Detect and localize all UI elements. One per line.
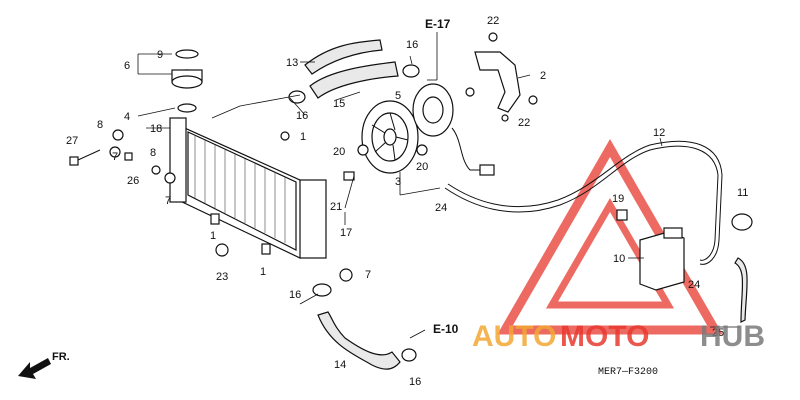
radiator-core (169, 103, 327, 259)
reserve-tank (639, 227, 685, 291)
callout-21: 21 (330, 201, 342, 213)
callout-6: 6 (124, 60, 130, 72)
watermark-hub: HUB (700, 320, 765, 353)
callout-14: 14 (334, 359, 346, 371)
callout-2: 2 (540, 70, 546, 82)
callout-3: 3 (395, 176, 401, 188)
radiator-cap (171, 49, 203, 89)
callout-12: 12 (653, 127, 665, 139)
callout-7-mid: 7 (165, 195, 171, 207)
callout-19: 19 (612, 193, 624, 205)
callout-5: 5 (395, 90, 401, 102)
callout-16-upper-left: 16 (296, 110, 308, 122)
callout-22-top: 22 (487, 15, 499, 27)
callout-24-right: 24 (688, 279, 700, 291)
fan-motor (412, 83, 495, 176)
callout-16-top: 16 (406, 39, 418, 51)
watermark-moto: MOTO (560, 320, 649, 353)
siphon-tube (444, 140, 723, 265)
fan-shroud (361, 100, 419, 174)
callout-7-left: 7 (112, 151, 118, 163)
callout-17: 17 (340, 227, 352, 239)
watermark-text: AUTO MOTO HUB (472, 320, 765, 353)
callout-20-right: 20 (416, 161, 428, 173)
callout-24-left: 24 (435, 202, 447, 214)
callout-8-upper: 8 (97, 119, 103, 131)
callout-10: 10 (613, 253, 625, 265)
callout-1-bottom: 1 (260, 266, 266, 278)
front-label: FR. (52, 351, 70, 363)
upper-hose (288, 39, 420, 104)
callout-labels: 9 6 4 18 8 27 7 8 26 7 1 23 1 16 7 13 15… (66, 15, 748, 388)
callout-22-bottom: 22 (518, 117, 530, 129)
lower-hose (312, 283, 417, 370)
overflow-tube (734, 257, 748, 323)
reference-e10: E-10 (433, 322, 459, 336)
watermark-auto: AUTO (472, 320, 556, 353)
callout-7-right: 7 (365, 269, 371, 281)
callout-9: 9 (157, 49, 163, 61)
callout-25: 25 (712, 327, 724, 339)
callout-13: 13 (286, 57, 298, 69)
callout-26: 26 (127, 175, 139, 187)
callout-23: 23 (216, 271, 228, 283)
callout-16-bottom: 16 (409, 376, 421, 388)
figure-code: MER7—F3200 (598, 367, 658, 378)
callout-27: 27 (66, 135, 78, 147)
callout-11: 11 (737, 187, 748, 199)
front-direction-arrow: FR. (18, 351, 70, 379)
callout-1-lower-left: 1 (210, 230, 216, 242)
callout-8-lower: 8 (150, 147, 156, 159)
callout-4: 4 (124, 111, 130, 123)
callout-18: 18 (150, 123, 162, 135)
callout-15: 15 (333, 98, 345, 110)
callout-16-lower: 16 (289, 289, 301, 301)
fasteners (69, 32, 628, 282)
callout-20-left: 20 (333, 146, 345, 158)
bracket (465, 51, 521, 122)
callout-1-upper: 1 (300, 131, 306, 143)
reserve-cap (731, 213, 753, 231)
leader-lines (137, 32, 740, 339)
reference-e17: E-17 (425, 17, 451, 31)
